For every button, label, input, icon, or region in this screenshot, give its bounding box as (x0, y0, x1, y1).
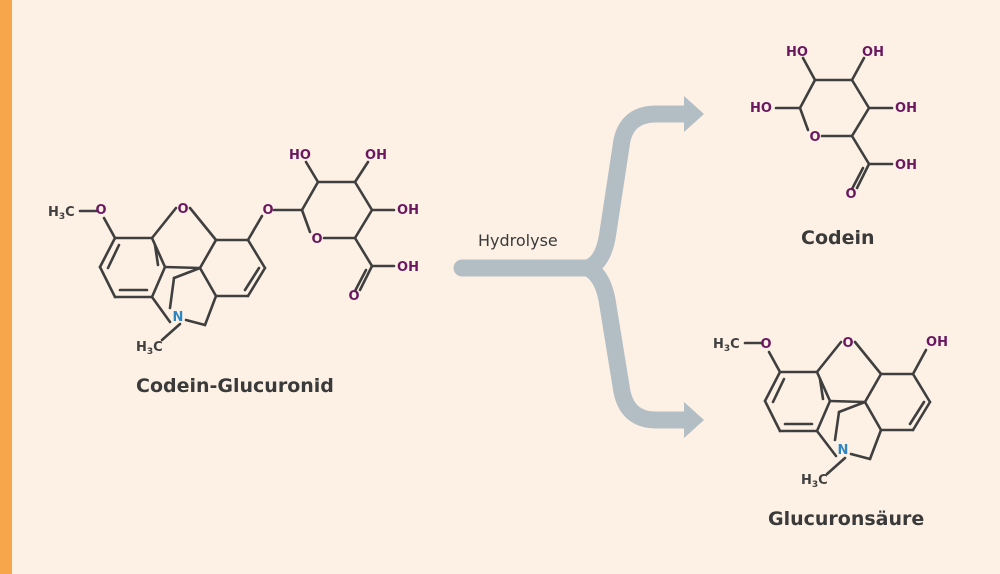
atom-hydroxyl: HO (786, 45, 808, 60)
atom-oxygen: O (760, 337, 771, 352)
glucuronide-ring-bonds (300, 160, 396, 293)
arrowhead-up (684, 96, 704, 132)
arrowhead-down (684, 402, 704, 438)
split-arrow (453, 96, 704, 438)
atom-nitrogen: N (838, 443, 849, 458)
atom-oxygen: O (348, 289, 359, 304)
molecule-glucuronic-acid: HO OH HO OH O OH O (750, 45, 917, 202)
codeine-core-bonds (78, 206, 304, 342)
product-bottom-caption: Glucuronsäure (768, 508, 925, 530)
atom-hydroxyl: OH (365, 148, 387, 163)
atom-oxygen: O (177, 202, 188, 217)
atom-hydroxyl: HO (750, 101, 772, 116)
atom-oxygen: O (311, 232, 322, 247)
atom-oxygen: O (842, 336, 853, 351)
atom-oxygen: O (262, 203, 273, 218)
arrow-branch-up (579, 105, 699, 277)
methyl-group: H3C (713, 337, 740, 354)
reaction-label: Hydrolyse (478, 231, 558, 250)
atom-hydroxyl: OH (862, 45, 884, 60)
reactant-caption: Codein-Glucuronid (136, 375, 334, 397)
accent-bar (0, 0, 12, 574)
atom-hydroxyl: OH (397, 260, 419, 275)
atom-oxygen: O (845, 187, 856, 202)
methyl-group: H3C (136, 340, 163, 357)
atom-hydroxyl: OH (895, 158, 917, 173)
atom-oxygen: O (809, 130, 820, 145)
atom-oxygen: O (95, 203, 106, 218)
atom-hydroxyl: OH (926, 335, 948, 350)
product-top-caption: Codein (801, 227, 875, 249)
atom-hydroxyl: HO (289, 148, 311, 163)
methyl-group: H3C (801, 473, 828, 490)
atom-hydroxyl: OH (397, 203, 419, 218)
molecule-codeine-glucuronide: O O O O O N HO OH OH OH H3C H3C (48, 148, 419, 357)
atom-hydroxyl: OH (895, 101, 917, 116)
methyl-group: H3C (48, 205, 75, 222)
arrow-branch-down (579, 259, 699, 429)
atom-nitrogen: N (173, 310, 184, 325)
molecule-codeine: O O OH N H3C H3C (713, 335, 948, 490)
